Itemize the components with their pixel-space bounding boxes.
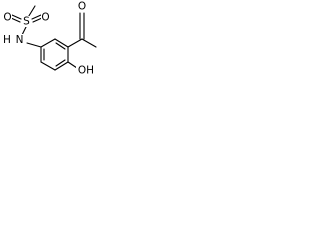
atom-carbonyl-o: O (78, 1, 86, 13)
atom-sulfonyl-o-left: O (3, 12, 11, 24)
bond-s-o-right-a (31, 14, 42, 20)
bond-s-o-right-b (32, 17, 43, 23)
atom-hydroxyl: OH (78, 65, 94, 77)
atom-amide-n: N (16, 34, 24, 46)
bond-ring-c2-c3 (54, 38, 69, 48)
bond-s-o-left-b (10, 17, 21, 23)
atom-label-layer: O S O H N O OH (2, 1, 96, 77)
bond-ring-inner-c4-c5 (55, 59, 66, 67)
bond-s-o-left-a (11, 14, 22, 20)
bond-ring-c5-c6 (40, 61, 56, 71)
atom-sulfur: S (23, 16, 30, 28)
bond-ring-inner-c2-c3 (55, 42, 66, 50)
bond-ring-c1-c2 (40, 38, 56, 48)
bond-ring-c4-c5 (54, 61, 69, 71)
bond-acetyl-methyl (81, 38, 97, 48)
bond-ring-acetyl (67, 38, 83, 48)
bond-n-ring (26, 42, 42, 48)
chemical-structure: O S O H N O OH (2, 1, 97, 77)
atom-sulfonyl-o-right: O (41, 12, 49, 24)
atom-amide-h: H (3, 34, 11, 46)
